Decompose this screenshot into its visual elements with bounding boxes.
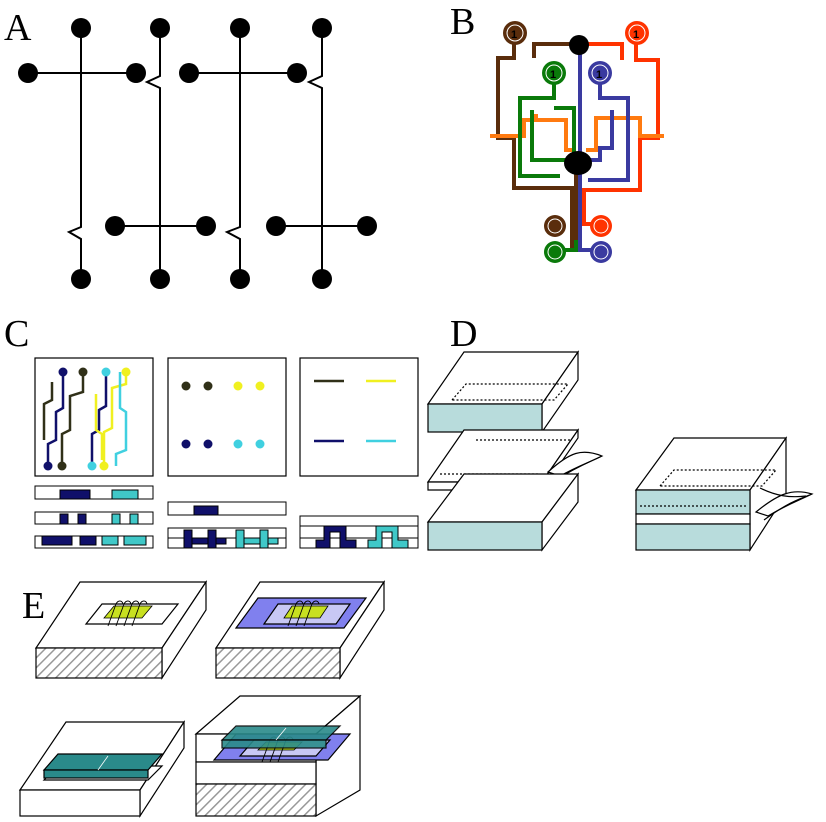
panel-c-layout-vias (167, 357, 287, 477)
panel-d-assembled-stack (634, 436, 814, 553)
panel-c-layout-bars (299, 357, 419, 477)
pin-blue-top: 1 (588, 61, 612, 85)
panel-label-a: A (4, 7, 32, 49)
pin-brown-bottom (544, 215, 566, 237)
svg-text:1: 1 (550, 69, 556, 81)
panel-b-pins: 1 1 1 1 (503, 21, 649, 263)
pin-red-bottom (590, 215, 612, 237)
panel-label-d: D (450, 313, 477, 355)
panel-e-step-1 (34, 580, 208, 681)
panel-d-bottom-slab (426, 472, 580, 552)
panel-a-nodes (18, 18, 377, 289)
panel-d-top-slab (426, 350, 580, 434)
panel-c-sections-1 (34, 485, 154, 549)
center-node-top (569, 35, 589, 55)
pin-green-bottom (544, 241, 566, 263)
panel-label-c: C (4, 313, 29, 355)
panel-a-diagram (28, 28, 367, 279)
svg-text:1: 1 (633, 29, 639, 41)
center-node-main (564, 151, 592, 175)
panel-label-e: E (22, 585, 45, 627)
svg-text:1: 1 (511, 29, 517, 41)
panel-c-sections-3 (299, 515, 419, 549)
pin-green-top: 1 (542, 61, 566, 85)
pin-blue-bottom (590, 241, 612, 263)
panel-c-layout-full (34, 357, 154, 477)
panel-c-sections-2 (167, 501, 287, 549)
svg-text:1: 1 (596, 69, 602, 81)
pin-red-top: 1 (625, 21, 649, 45)
panel-e-step-4 (194, 694, 362, 818)
panel-label-b: B (450, 1, 475, 43)
panel-e-step-3 (18, 719, 186, 819)
pin-brown-top: 1 (503, 21, 527, 45)
panel-b-routing (490, 36, 664, 252)
panel-e-step-2 (214, 580, 386, 681)
